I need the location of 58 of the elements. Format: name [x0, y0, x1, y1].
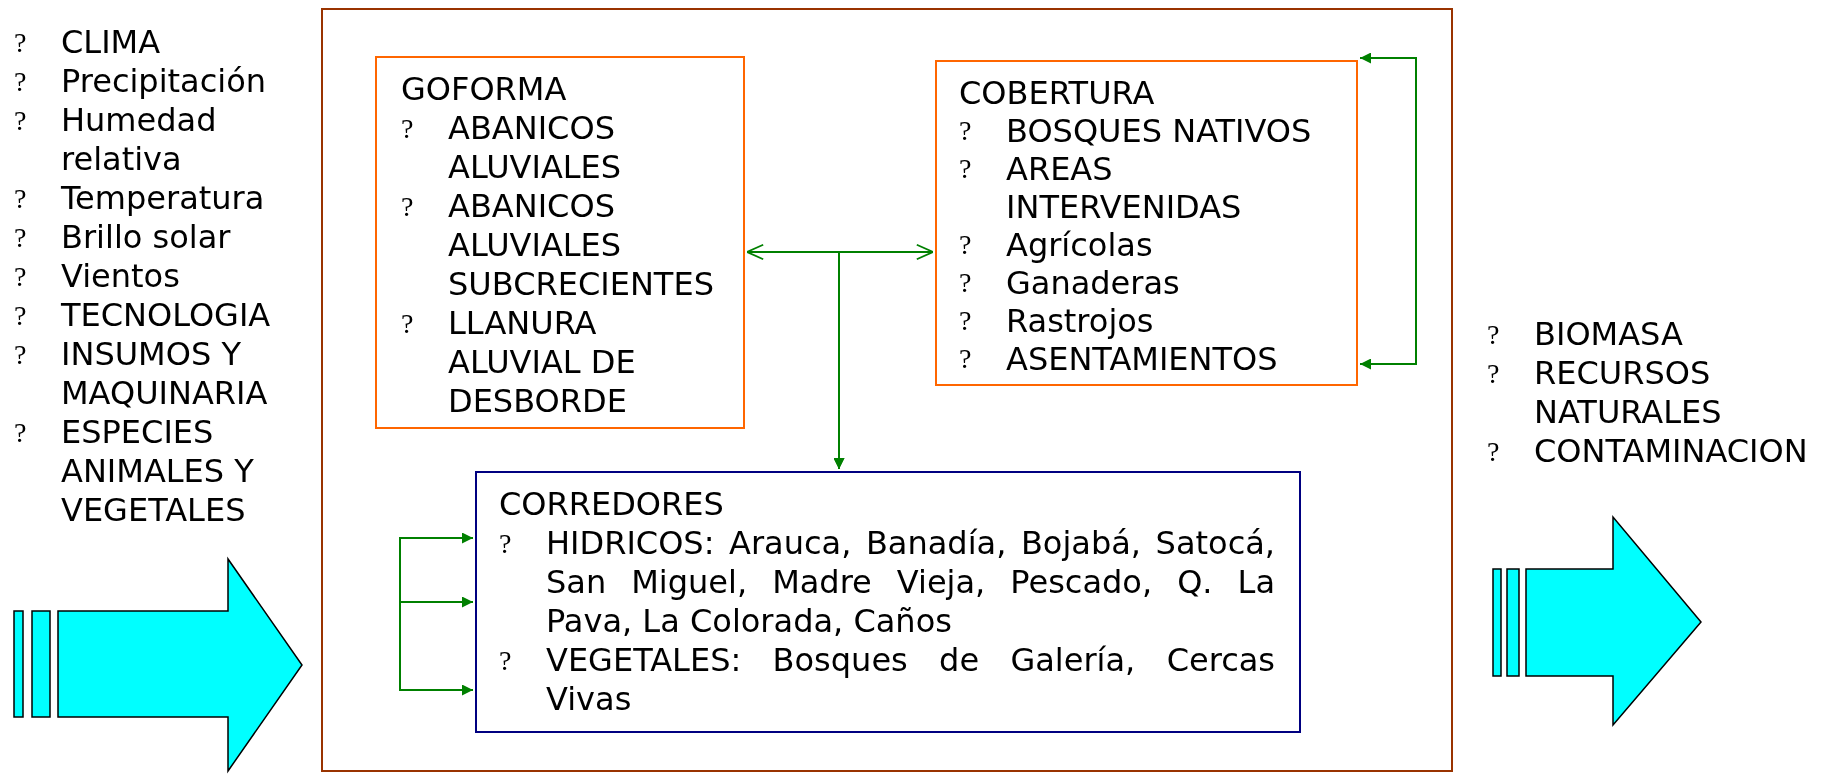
box-heading: CORREDORES [499, 485, 725, 524]
list-item: AREAS INTERVENIDAS [1006, 150, 1243, 226]
bullet-mark: ? [14, 26, 27, 60]
process-box [935, 60, 1358, 386]
bullet-mark: ? [1487, 318, 1500, 352]
bullet-mark: ? [1487, 357, 1500, 391]
list-item: ABANICOS ALUVIALES [448, 109, 623, 187]
list-item: Humedad relativa [61, 101, 218, 179]
bullet-mark: ? [959, 152, 972, 186]
bullet-mark: ? [14, 221, 27, 255]
bullet-mark: ? [959, 114, 972, 148]
list-item: TECNOLOGIA [61, 296, 272, 335]
list-item: Rastrojos [1006, 302, 1155, 340]
list-item: Precipitación [61, 62, 268, 101]
bullet-mark: ? [499, 527, 512, 561]
boundary-box [321, 8, 1453, 772]
list-item: ESPECIES ANIMALES Y VEGETALES [61, 413, 255, 530]
box-heading: GOFORMA [401, 70, 568, 109]
bullet-mark: ? [499, 644, 512, 678]
bullet-mark: ? [401, 190, 414, 224]
bullet-mark: ? [959, 304, 972, 338]
list-item: HIDRICOS: Arauca, Banadía, Bojabá, Satocá, San Miguel, Madre Vieja, Pescado, Q. La Pava, La Colorada, Caños [546, 524, 1275, 641]
bullet-mark: ? [959, 342, 972, 376]
connector-arrow [746, 243, 934, 261]
list-item: Temperatura [61, 179, 266, 218]
list-item: LLANURA ALUVIAL DE DESBORDE [448, 304, 637, 421]
bullet-mark: ? [401, 112, 414, 146]
list-item: BOSQUES NATIVOS [1006, 112, 1313, 150]
list-item: ASENTAMIENTOS [1006, 340, 1279, 378]
list-item: Agrícolas [1006, 226, 1154, 264]
list-item: Ganaderas [1006, 264, 1181, 302]
process-box [475, 471, 1301, 733]
bullet-mark: ? [401, 307, 414, 341]
box-heading: COBERTURA [959, 74, 1156, 112]
list-item: ABANICOS ALUVIALES SUBCRECIENTES [448, 187, 715, 304]
bullet-mark: ? [1487, 435, 1500, 469]
list-item: CONTAMINACION [1534, 432, 1809, 471]
bullet-mark: ? [14, 182, 27, 216]
bullet-mark: ? [959, 266, 972, 300]
process-box [375, 56, 745, 429]
bullet-mark: ? [14, 260, 27, 294]
bullet-mark: ? [14, 338, 27, 372]
list-item: Brillo solar [61, 218, 232, 257]
list-item: Vientos [61, 257, 181, 296]
bullet-mark: ? [14, 65, 27, 99]
list-item: INSUMOS Y MAQUINARIA [61, 335, 269, 413]
connector-arrow [1359, 52, 1417, 370]
list-item: VEGETALES: Bosques de Galería, Cercas Vivas [546, 641, 1275, 719]
connector-arrow [399, 601, 474, 696]
list-item: BIOMASA [1534, 315, 1684, 354]
connector-arrow [399, 596, 474, 608]
list-item: CLIMA [61, 23, 162, 62]
list-item: RECURSOS NATURALES [1534, 354, 1723, 432]
bullet-mark: ? [14, 299, 27, 333]
bullet-mark: ? [14, 416, 27, 450]
connector-arrow [399, 532, 474, 603]
bullet-mark: ? [959, 228, 972, 262]
bullet-mark: ? [14, 104, 27, 138]
